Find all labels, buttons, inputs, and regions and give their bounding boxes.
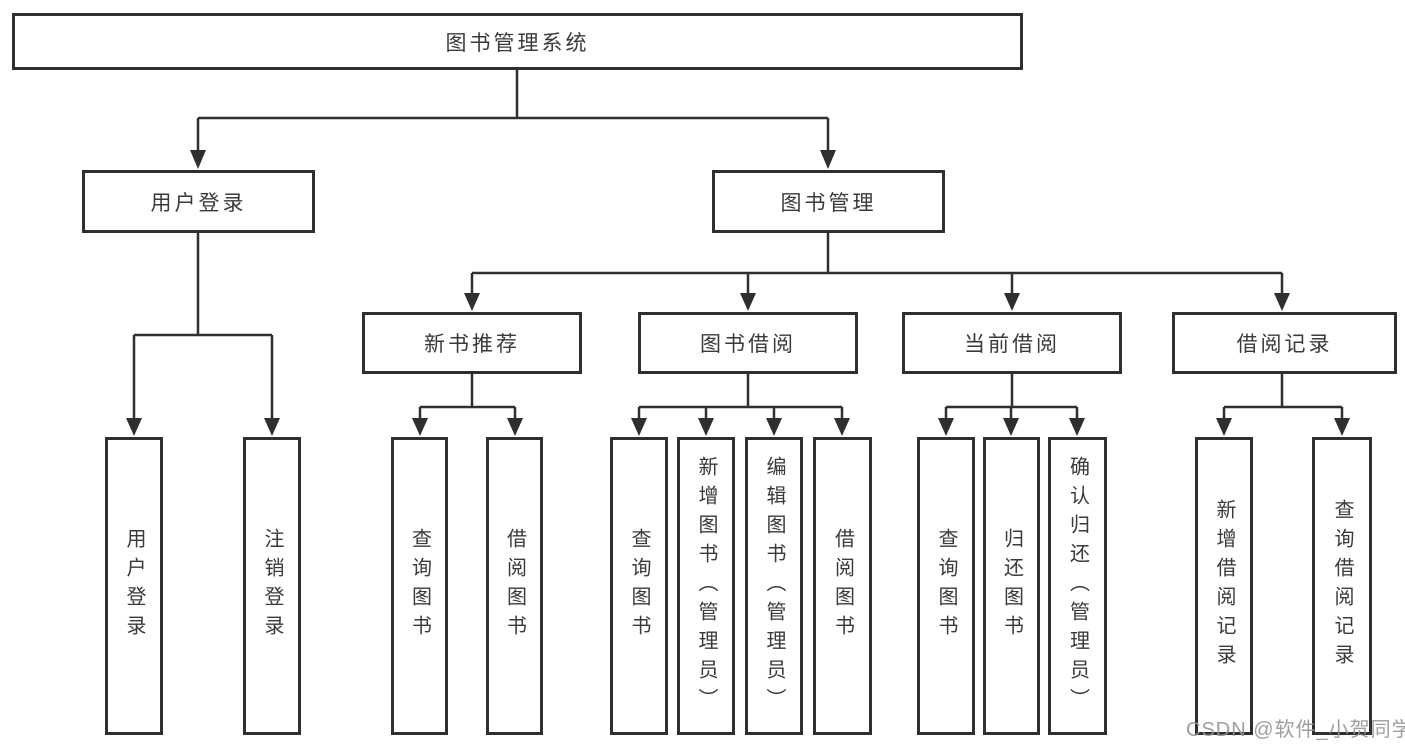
leaf-borrow-books-1: 借阅图书 [486, 437, 543, 735]
leaf-confirm-return-admin-label: 确认归还（管理员） [1066, 455, 1089, 717]
leaf-add-borrow-record: 新增借阅记录 [1195, 437, 1253, 735]
leaf-borrow-books-2: 借阅图书 [813, 437, 872, 735]
leaf-query-books-3: 查询图书 [917, 437, 975, 735]
leaf-query-borrow-record-label: 查询借阅记录 [1331, 499, 1353, 673]
node-borrowing-records-label: 借阅记录 [1236, 333, 1333, 356]
leaf-query-books-3-label: 查询图书 [935, 528, 957, 644]
node-user-login: 用户登录 [82, 170, 315, 233]
leaf-add-borrow-record-label: 新增借阅记录 [1213, 499, 1235, 673]
node-book-management: 图书管理 [712, 170, 945, 233]
node-new-book-recommend-label: 新书推荐 [424, 333, 520, 356]
node-root-label: 图书管理系统 [445, 31, 590, 55]
node-borrowing-records: 借阅记录 [1172, 312, 1397, 374]
node-current-borrowing-label: 当前借阅 [964, 333, 1060, 356]
leaf-query-books-2-label: 查询图书 [628, 528, 650, 644]
node-book-borrowing-label: 图书借阅 [700, 333, 796, 356]
leaf-user-login-label: 用户登录 [123, 528, 145, 644]
leaf-edit-books-admin: 编辑图书（管理员） [745, 437, 803, 735]
leaf-add-books-admin-label: 新增图书（管理员） [695, 455, 717, 717]
leaf-confirm-return-admin: 确认归还（管理员） [1048, 437, 1107, 735]
node-new-book-recommend: 新书推荐 [362, 312, 582, 374]
leaf-return-books: 归还图书 [983, 437, 1040, 735]
leaf-add-books-admin: 新增图书（管理员） [677, 437, 735, 735]
leaf-logout-label: 注销登录 [261, 528, 283, 644]
leaf-borrow-books-2-label: 借阅图书 [831, 528, 854, 644]
leaf-query-books-2: 查询图书 [610, 437, 668, 735]
leaf-query-books-1: 查询图书 [391, 437, 448, 735]
node-current-borrowing: 当前借阅 [902, 312, 1122, 374]
leaf-edit-books-admin-label: 编辑图书（管理员） [763, 455, 785, 717]
leaf-logout: 注销登录 [243, 437, 301, 735]
leaf-borrow-books-1-label: 借阅图书 [503, 528, 526, 644]
node-book-management-label: 图书管理 [780, 191, 877, 215]
leaf-query-books-1-label: 查询图书 [408, 528, 431, 644]
leaf-return-books-label: 归还图书 [1000, 528, 1023, 644]
leaf-user-login: 用户登录 [105, 437, 163, 735]
node-root: 图书管理系统 [12, 13, 1023, 70]
node-user-login-label: 用户登录 [150, 191, 247, 215]
node-book-borrowing: 图书借阅 [638, 312, 858, 374]
csdn-watermark: CSDN @软件_小贺同学 [1186, 719, 1405, 741]
leaf-query-borrow-record: 查询借阅记录 [1312, 437, 1372, 735]
